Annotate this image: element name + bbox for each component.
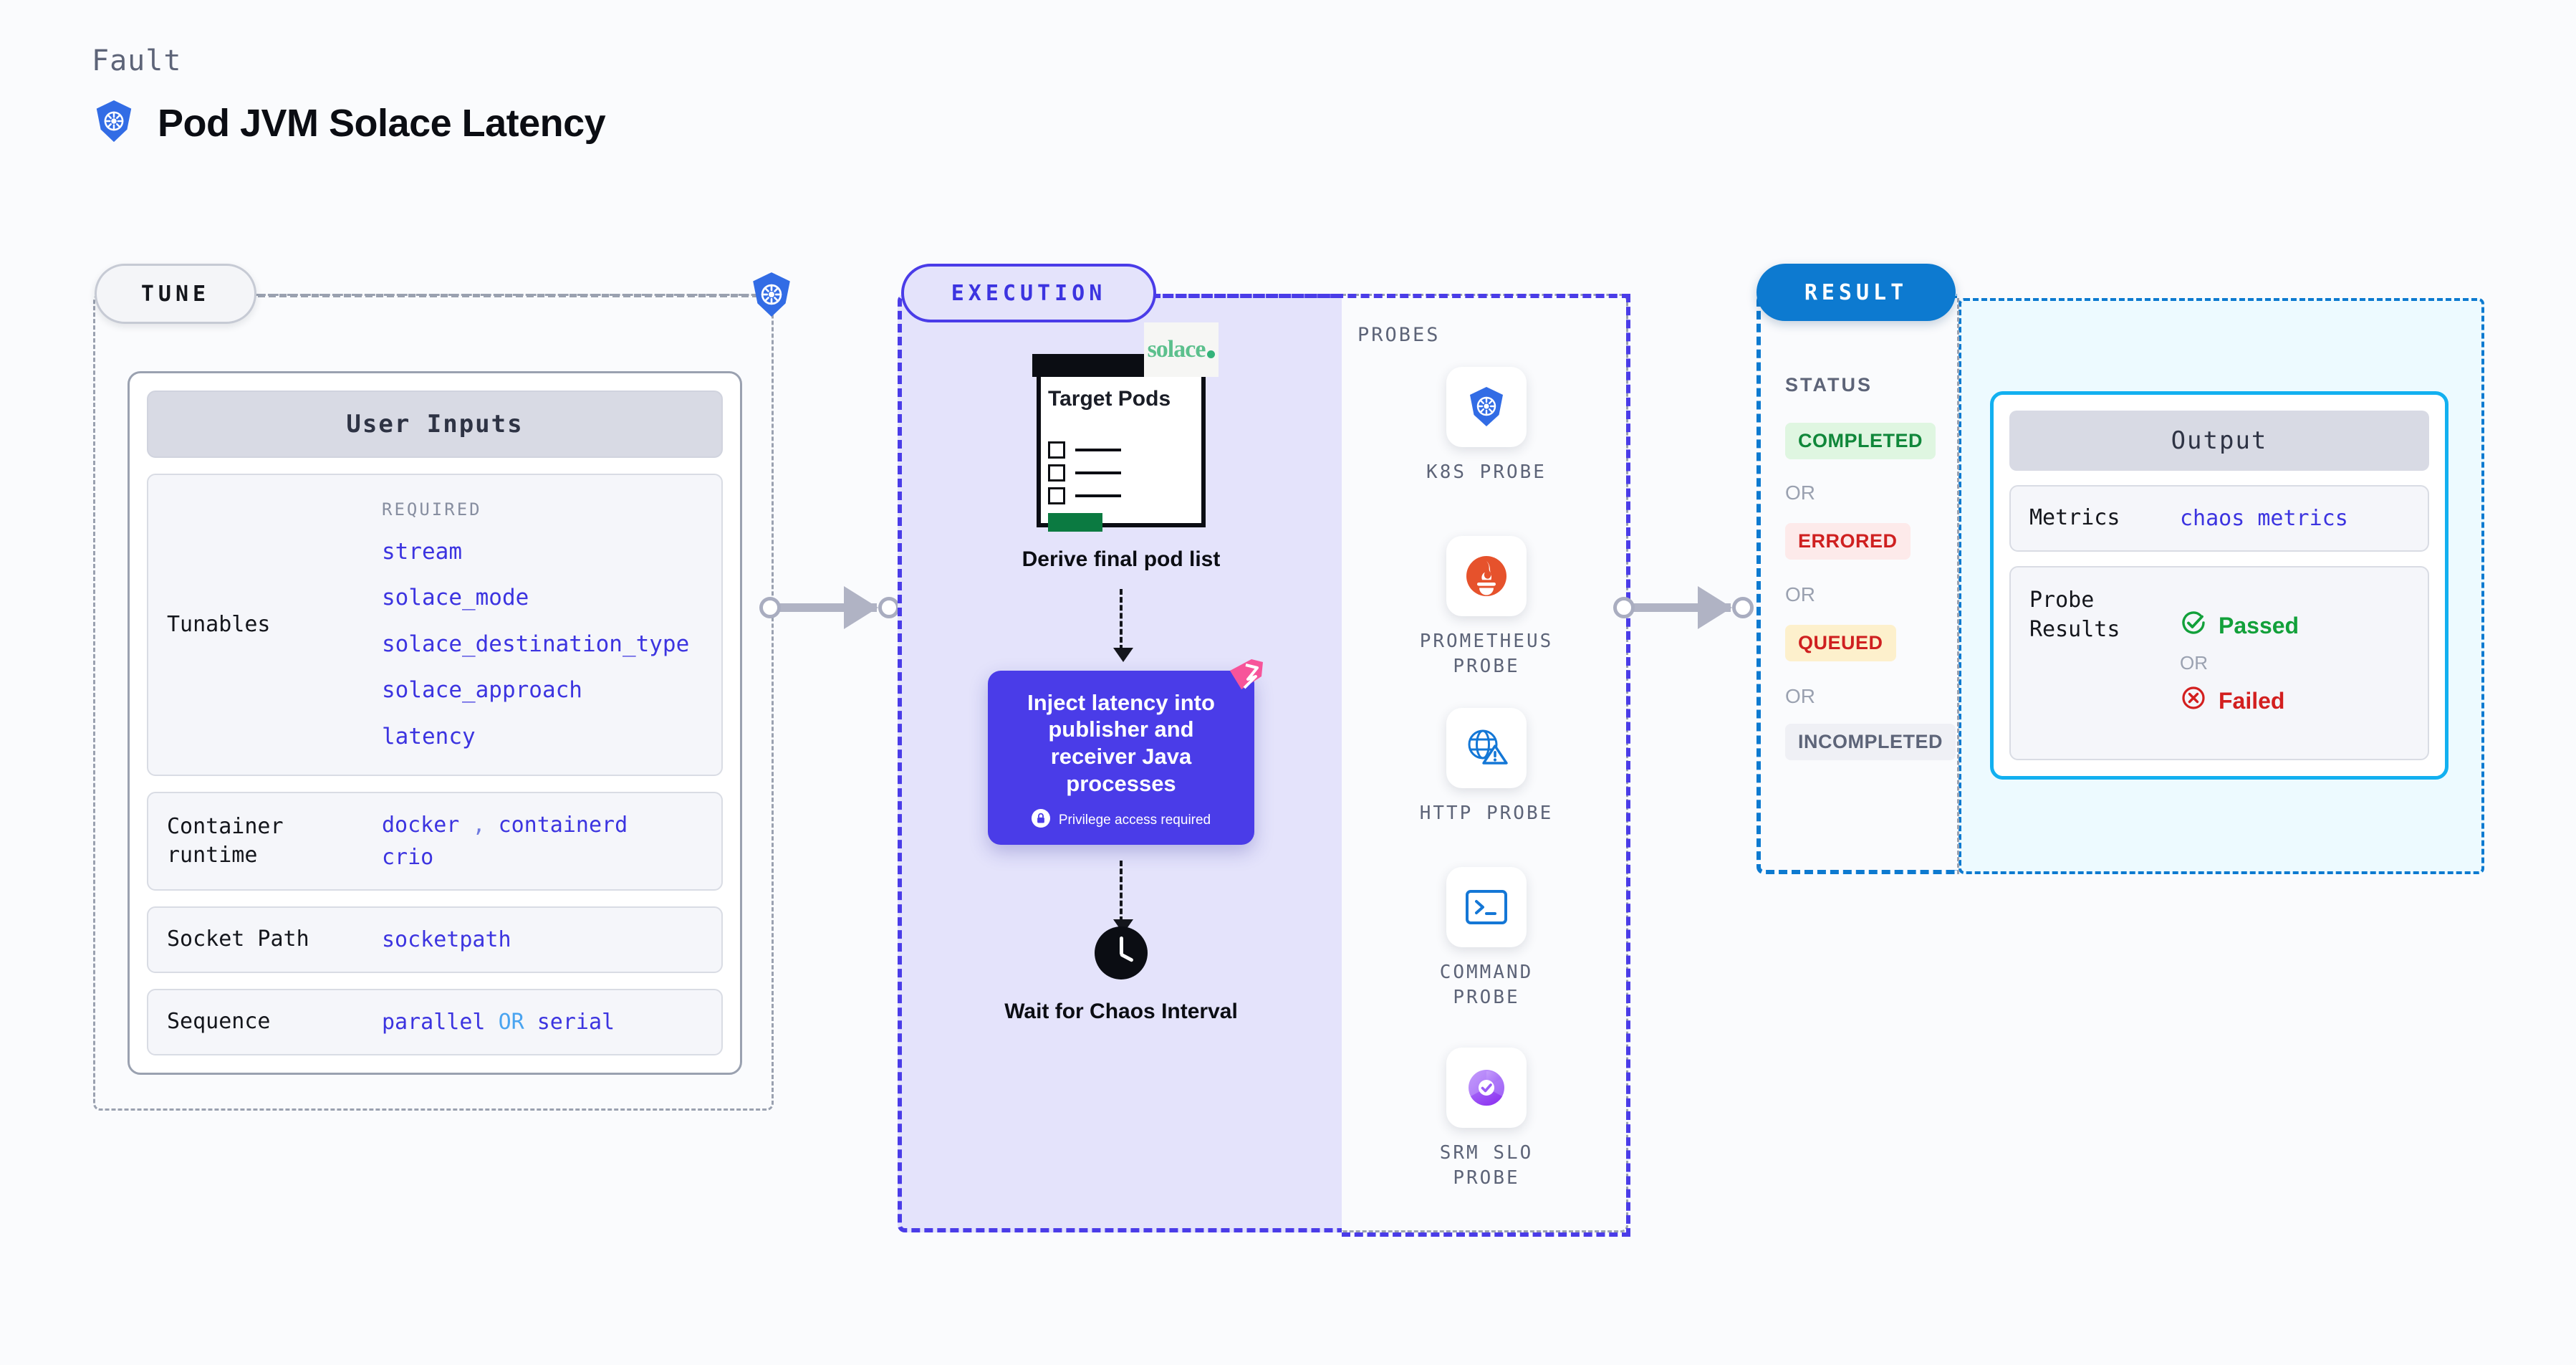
probe-item-http[interactable]: HTTP PROBE [1408,708,1565,826]
tune-dashed-connector [258,294,759,297]
probe-label: PROMETHEUS PROBE [1419,631,1554,678]
lock-icon [1031,808,1050,832]
output-title: Output [2009,411,2429,471]
probe-item-prometheus[interactable]: PROMETHEUS PROBE [1408,536,1565,679]
runtime-value: docker [382,813,460,838]
sequence-value: serial [537,1010,615,1035]
page-header: Fault Pod JVM Solace Latency [92,44,606,147]
container-runtime-label: Container runtime [167,813,284,868]
status-badge-errored: ERRORED [1785,523,1911,560]
derive-pod-list-label: Derive final pod list [1022,547,1221,571]
tunable-item[interactable]: latency [382,723,476,749]
result-section-pill: RESULT [1756,264,1956,321]
execution-flow: Target Pods solace Derive final pod list… [942,322,1300,1025]
sequence-separator: OR [498,1010,524,1035]
inject-latency-label: Inject latency into publisher and receiv… [1027,689,1215,796]
prometheus-icon [1446,536,1527,616]
checkbox-icon [1048,464,1065,482]
eyebrow-label: Fault [92,44,182,77]
kubernetes-icon [1446,367,1527,447]
metrics-row: Metrics chaos metrics [2009,485,2429,552]
terminal-icon [1446,867,1527,947]
tunable-item[interactable]: solace_approach [382,677,582,703]
metrics-value: chaos metrics [2180,506,2348,531]
target-pods-card: Target Pods solace [1032,322,1219,532]
privilege-note: Privilege access required [1058,812,1211,828]
connector-tune-to-execution [759,586,903,629]
execution-section-pill: EXECUTION [901,264,1156,322]
runtime-value: containerd [498,813,628,838]
tunable-item[interactable]: solace_mode [382,585,529,610]
probe-item-command[interactable]: COMMAND PROBE [1408,867,1565,1010]
sequence-row: Sequence parallel OR serial [147,989,723,1055]
checkbox-icon [1048,487,1065,504]
checkbox-icon [1048,441,1065,459]
http-globe-warning-icon [1446,708,1527,788]
failed-label: Failed [2219,687,2285,714]
tunable-item[interactable]: solace_destination_type [382,631,690,657]
passed-label: Passed [2219,612,2299,638]
progress-bar [1048,513,1102,532]
kubernetes-icon [748,271,795,318]
metrics-label: Metrics [2029,505,2120,531]
srm-slo-icon [1446,1048,1527,1128]
sequence-label: Sequence [167,1009,271,1035]
result-divider [1957,298,1959,874]
tunable-item[interactable]: stream [382,538,462,565]
probe-results-label: Probe Results [2029,588,2120,642]
flow-arrow-icon [1113,588,1133,662]
check-circle-icon [2180,609,2207,642]
container-runtime-row: Container runtime docker , containerd cr… [147,792,723,891]
status-title: STATUS [1785,374,1873,396]
kubernetes-icon [92,99,136,147]
or-label: OR [1785,482,1815,504]
socket-path-value: socketpath [382,927,511,952]
tunables-label: Tunables [167,611,271,637]
socket-path-row: Socket Path socketpath [147,906,723,973]
clock-icon [1095,926,1148,980]
runtime-value: crio [382,845,434,870]
tunables-row: Tunables REQUIRED stream solace_mode sol… [147,473,723,776]
probe-result-failed: Failed [2180,684,2299,717]
result-section-frame [1756,294,1957,874]
flow-arrow-icon [1113,860,1133,934]
probe-label: HTTP PROBE [1419,803,1554,824]
ribbon-icon [1226,658,1264,696]
status-badge-queued: QUEUED [1785,625,1896,661]
user-inputs-card: User Inputs Tunables REQUIRED stream sol… [128,371,742,1075]
probes-bottom-border [1342,1232,1630,1237]
runtime-separator: , [472,813,486,838]
status-badge-completed: COMPLETED [1785,423,1936,459]
wait-chaos-interval-label: Wait for Chaos Interval [1004,999,1238,1023]
inject-latency-step: Inject latency into publisher and receiv… [988,658,1263,845]
solace-logo: solace [1144,322,1219,377]
target-pods-title: Target Pods [1048,387,1171,411]
page-title: Pod JVM Solace Latency [158,101,606,145]
probe-label: K8S PROBE [1426,461,1547,483]
x-circle-icon [2180,684,2207,717]
probes-right-border [1626,294,1630,1237]
output-card: Output Metrics chaos metrics Probe Resul… [1990,391,2448,780]
connector-execution-to-result [1613,586,1756,629]
or-label: OR [1785,685,1815,707]
sequence-value: parallel [382,1010,486,1035]
probe-label: COMMAND PROBE [1439,962,1534,1009]
user-inputs-title: User Inputs [147,391,723,458]
probe-result-passed: Passed [2180,609,2299,642]
status-badge-incompleted: INCOMPLETED [1785,724,1956,760]
socket-path-label: Socket Path [167,926,309,952]
probes-top-border [1152,294,1630,298]
or-label: OR [2180,652,2208,674]
probe-results-row: Probe Results Passed OR [2009,566,2429,760]
probe-item-srm-slo[interactable]: SRM SLO PROBE [1408,1048,1565,1191]
tune-section-pill: TUNE [95,264,256,324]
required-label: REQUIRED [382,499,482,519]
probe-label: SRM SLO PROBE [1439,1142,1534,1189]
probe-item-k8s[interactable]: K8S PROBE [1408,367,1565,485]
probes-title: PROBES [1357,324,1441,346]
or-label: OR [1785,583,1815,605]
